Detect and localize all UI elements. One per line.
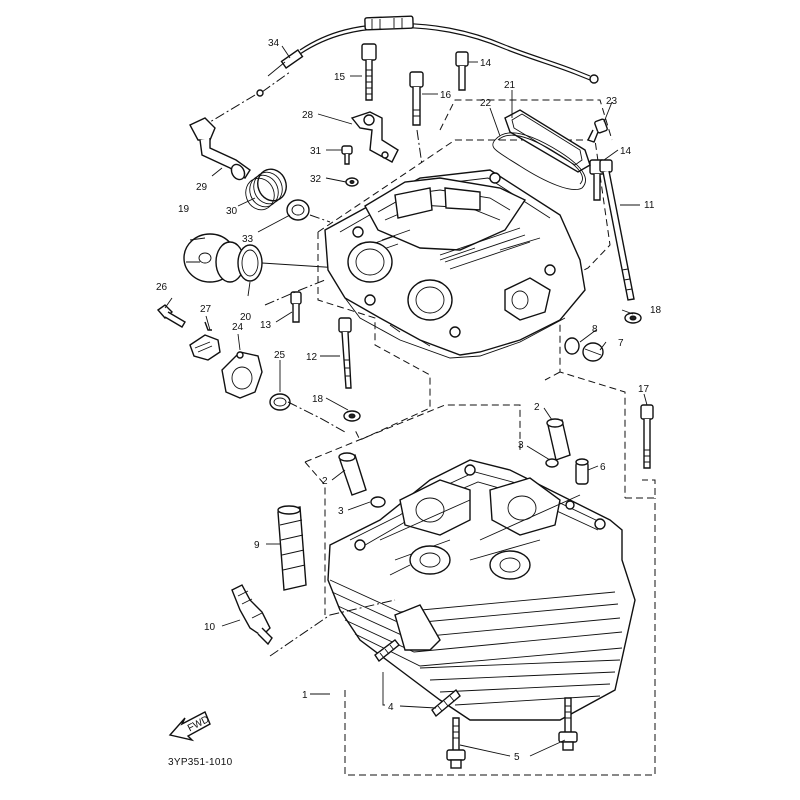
part-label-22: 22 — [480, 98, 492, 109]
part-label-29: 29 — [196, 182, 208, 193]
valve-guide-2-right — [546, 418, 571, 461]
bracket-28 — [350, 111, 399, 163]
gasket-21 — [504, 109, 591, 173]
cover-24 — [221, 351, 263, 399]
stud-4-lower — [431, 688, 461, 718]
plug-7 — [582, 342, 604, 362]
part-label-2-right: 2 — [534, 402, 540, 413]
part-label-20: 20 — [240, 312, 252, 323]
part-label-21: 21 — [504, 80, 516, 91]
washer-32 — [345, 177, 359, 187]
part-label-11: 11 — [644, 200, 655, 211]
cylinder-head — [327, 459, 636, 721]
part-label-7: 7 — [618, 338, 624, 349]
bolt-14-top — [455, 51, 469, 91]
part-label-28: 28 — [302, 110, 314, 121]
bolt-15 — [361, 43, 377, 101]
part-label-17: 17 — [638, 384, 650, 395]
part-label-15: 15 — [334, 72, 346, 83]
bolt-17 — [640, 404, 654, 469]
washer-18-left — [343, 410, 361, 422]
valve-guide-2-left — [338, 452, 367, 496]
cable-assembly — [199, 15, 599, 129]
o-ring-8 — [564, 337, 580, 355]
washer-18-right — [624, 312, 642, 324]
part-label-4: 4 — [388, 702, 394, 713]
bolt-5-right — [558, 697, 578, 751]
part-label-34: 34 — [268, 38, 280, 49]
bolt-12 — [338, 317, 352, 389]
diagram-code: 3YP351-1010 — [168, 757, 233, 768]
screw-31 — [341, 145, 353, 165]
front-arrow-text: FWD — [186, 714, 211, 734]
o-ring-20 — [237, 244, 341, 282]
bolt-26 — [156, 304, 186, 328]
part-label-18-left: 18 — [312, 394, 324, 405]
part-label-14-right: 14 — [620, 146, 632, 157]
part-label-33: 33 — [242, 234, 254, 245]
part-label-13: 13 — [260, 320, 272, 331]
part-label-23: 23 — [606, 96, 618, 107]
cap-19 — [183, 233, 245, 283]
part-label-5: 5 — [514, 752, 520, 763]
lower-assembly-boundary — [304, 404, 656, 776]
bolt-23 — [587, 118, 608, 143]
part-label-24: 24 — [232, 322, 244, 333]
gasket-9 — [277, 505, 307, 591]
clip-3-left — [370, 496, 386, 508]
part-label-10: 10 — [204, 622, 216, 633]
head-cover — [324, 169, 586, 359]
part-label-9: 9 — [254, 540, 260, 551]
lever-29 — [189, 117, 251, 181]
part-label-3-right: 3 — [518, 440, 524, 451]
part-label-3-left: 3 — [338, 506, 344, 517]
bolt-13 — [290, 291, 302, 323]
part-label-26: 26 — [156, 282, 168, 293]
part-label-30: 30 — [226, 206, 238, 217]
part-label-8: 8 — [592, 324, 598, 335]
part-label-25: 25 — [274, 350, 286, 361]
part-label-32: 32 — [310, 174, 322, 185]
clamp-27 — [189, 321, 221, 361]
part-label-14: 14 — [480, 58, 492, 69]
part-number-labels: 34 15 14 16 21 28 22 23 31 14 32 29 30 1… — [156, 38, 662, 768]
bolt-5-left — [446, 717, 466, 769]
o-ring-22 — [492, 132, 586, 190]
front-direction-arrow: FWD — [168, 711, 211, 742]
spring-30 — [245, 168, 287, 211]
part-label-2-left: 2 — [322, 476, 328, 487]
stud-11 — [599, 159, 635, 301]
o-ring-25 — [269, 393, 291, 411]
stud-4-upper — [374, 639, 400, 663]
dowel-6 — [575, 458, 589, 485]
bolt-16 — [409, 71, 424, 166]
part-label-6: 6 — [600, 462, 606, 473]
part-label-1: 1 — [302, 690, 308, 701]
part-label-18-right: 18 — [650, 305, 662, 316]
part-label-12: 12 — [306, 352, 318, 363]
clip-3-right — [545, 458, 559, 468]
part-label-27: 27 — [200, 304, 212, 315]
part-label-19: 19 — [178, 204, 190, 215]
seal-33 — [286, 199, 331, 223]
part-label-31: 31 — [310, 146, 322, 157]
leader-lines — [164, 45, 648, 757]
part-label-16: 16 — [440, 90, 452, 101]
spark-plug-10 — [231, 584, 273, 646]
